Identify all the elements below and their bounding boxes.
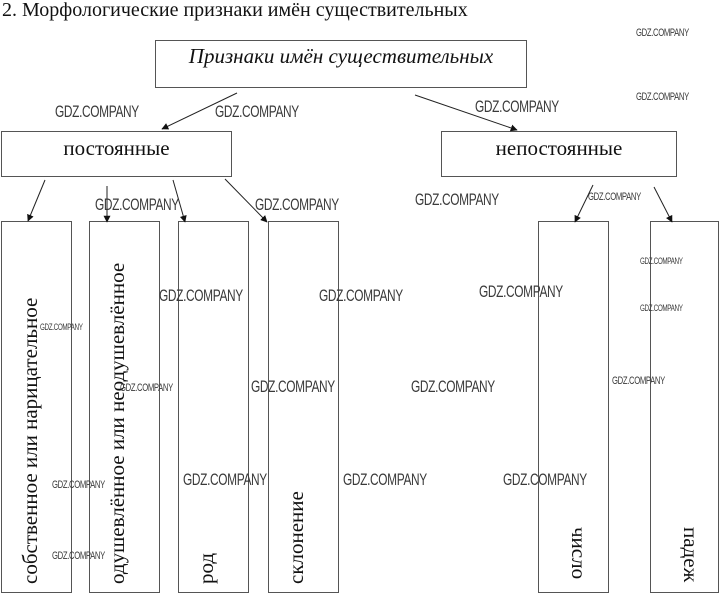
arrow-constant-to-proper-common [27,179,46,222]
watermark: GDZ.COMPANY [612,375,665,387]
arrow-constant-to-gender [172,179,187,223]
watermark: GDZ.COMPANY [636,27,689,39]
leaf-proper-common-box: собственное или нарицательное [1,221,72,593]
watermark: GDZ.COMPANY [415,190,499,209]
watermark: GDZ.COMPANY [640,256,683,266]
watermark: GDZ.COMPANY [343,470,427,489]
page-heading: 2. Морфологические признаки имён существ… [2,0,468,21]
root-node-box: Признаки имён существительных [155,40,527,88]
leaf-animacy-box: одушевлённое или неодушевлённое [89,221,160,593]
leaf-number-box: число [538,221,609,593]
group-variable-label: непостоянные [495,136,623,160]
watermark: GDZ.COMPANY [588,191,641,203]
watermark: GDZ.COMPANY [95,195,179,214]
arrow-constant-to-declension [224,178,268,223]
watermark: GDZ.COMPANY [319,286,403,305]
group-constant-box: постоянные [1,131,232,177]
leaf-case-box: падеж [650,221,719,593]
watermark: GDZ.COMPANY [52,550,105,562]
watermark: GDZ.COMPANY [159,286,243,305]
arrow-variable-to-case [653,186,673,223]
watermark: GDZ.COMPANY [251,377,335,396]
arrow-variable-to-number [574,184,594,223]
leaf-declension-box: склонение [268,221,339,593]
watermark: GDZ.COMPANY [636,91,689,103]
watermark: GDZ.COMPANY [479,282,563,301]
leaf-gender-box: род [178,221,249,593]
root-node-label: Признаки имён существительных [188,44,494,68]
watermark: GDZ.COMPANY [120,382,173,394]
arrow-root-to-variable [414,94,518,132]
watermark: GDZ.COMPANY [183,470,267,489]
watermark: GDZ.COMPANY [55,102,139,121]
watermark: GDZ.COMPANY [255,195,339,214]
arrow-root-to-constant [161,92,238,130]
watermark: GDZ.COMPANY [475,97,559,116]
watermark: GDZ.COMPANY [40,322,83,332]
group-variable-box: непостоянные [441,131,677,177]
watermark: GDZ.COMPANY [640,303,683,313]
watermark: GDZ.COMPANY [411,377,495,396]
watermark: GDZ.COMPANY [52,479,105,491]
group-constant-label: постоянные [63,136,170,160]
watermark: GDZ.COMPANY [503,470,587,489]
watermark: GDZ.COMPANY [215,102,299,121]
